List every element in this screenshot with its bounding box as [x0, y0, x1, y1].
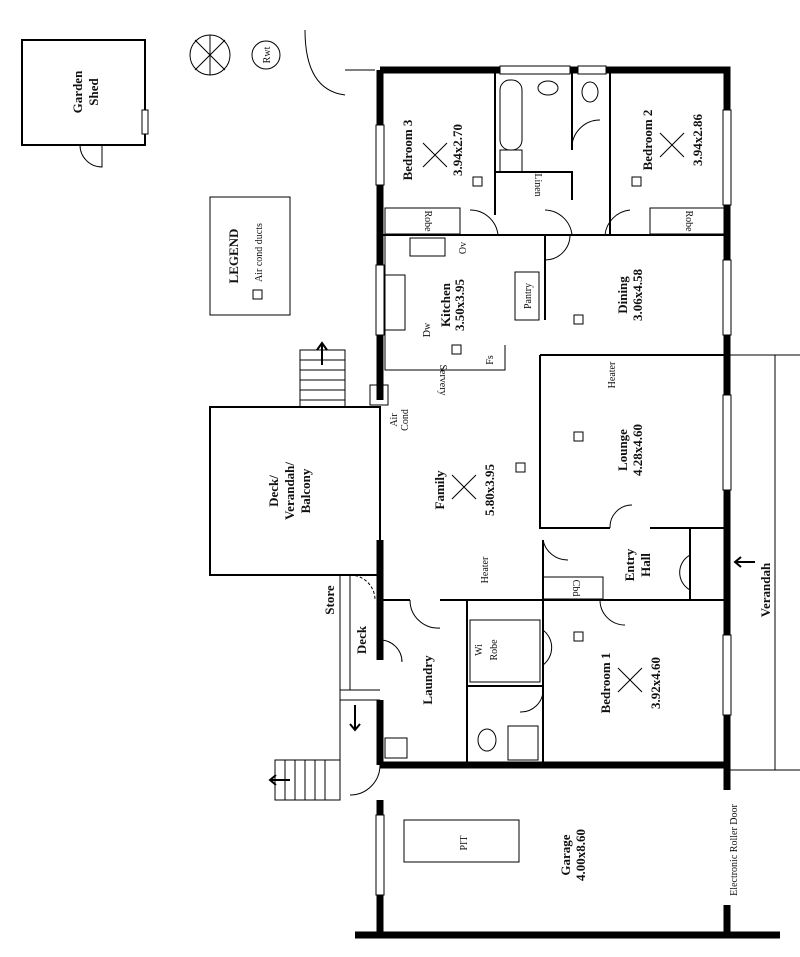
entry-label-2: Hall: [638, 553, 653, 577]
cupboard-label: Cbd: [570, 580, 581, 597]
dining-size: 3.06x4.58: [630, 269, 645, 322]
legend-item: Air cond ducts: [254, 223, 265, 282]
air-duct-icon: [252, 289, 263, 300]
pantry-label: Pantry: [523, 283, 534, 309]
dining-label: Dining: [615, 276, 630, 314]
robe-label-1: Robe: [422, 210, 433, 232]
rainwater-tank-label: Rwt: [262, 46, 273, 63]
dishwasher-label: Dw: [422, 322, 433, 337]
garden-shed-label-2: Shed: [86, 78, 101, 106]
sink-icon: [409, 237, 446, 257]
fan-icon-bedroom3: [422, 142, 448, 168]
servery-label: Servery: [437, 364, 448, 395]
shower-icon-2: [507, 725, 539, 761]
bath-icon: [499, 79, 523, 151]
fan-icon-family: [451, 474, 477, 500]
entry-label-1: Entry: [622, 548, 637, 581]
garage-size: 4.00x8.60: [573, 829, 588, 881]
fridge-label: Fs: [485, 355, 496, 365]
garage-label: Garage: [558, 834, 573, 875]
cooktop-icon: [384, 274, 406, 331]
kitchen-size: 3.50x3.95: [452, 279, 467, 332]
lounge-label: Lounge: [615, 429, 630, 471]
garden-shed-label: Garden: [70, 70, 85, 113]
deck-label-1: Deck/: [266, 475, 281, 507]
shower-icon: [499, 149, 523, 173]
wi-robe-label-2: Robe: [489, 639, 500, 661]
pit-label: PIT: [459, 836, 470, 851]
air-duct-markers: [451, 176, 642, 642]
oven-label: Ov: [458, 242, 469, 254]
linen-label: Linen: [532, 173, 543, 196]
deck-label-3: Balcony: [298, 468, 313, 513]
ceiling-fan-icons: [422, 132, 685, 693]
tree-icon: [189, 34, 231, 76]
verandah-label: Verandah: [758, 562, 773, 617]
heater-label-2: Heater: [480, 556, 491, 583]
basin-icon: [537, 80, 559, 96]
garden-shed: Garden Shed: [21, 39, 149, 168]
fan-icon-bedroom1: [617, 667, 643, 693]
bedroom1-size: 3.92x4.60: [648, 657, 663, 709]
fan-icon-bedroom2: [659, 132, 685, 158]
wi-robe-label-1: Wi: [474, 644, 485, 656]
laundry-label: Laundry: [420, 655, 435, 705]
roller-door-label: Electronic Roller Door: [729, 804, 740, 896]
family-size: 5.80x3.95: [482, 464, 497, 517]
lounge-size: 4.28x4.60: [630, 424, 645, 476]
trough-icon: [384, 737, 408, 759]
family-label: Family: [432, 470, 447, 509]
toilet-icon: [581, 81, 599, 103]
deck-label: Deck: [354, 625, 369, 654]
bedroom2-size: 3.94x2.86: [690, 114, 705, 167]
bedroom2-label: Bedroom 2: [640, 110, 655, 171]
bedroom3-label: Bedroom 3: [400, 119, 415, 180]
robe-label-2: Robe: [683, 210, 694, 232]
deck-label-2: Verandah/: [282, 462, 297, 520]
legend-title: LEGEND: [226, 229, 241, 284]
legend: LEGEND Air cond ducts: [209, 196, 291, 316]
kitchen-label: Kitchen: [438, 282, 453, 327]
air-cond-label-1: Air: [389, 413, 400, 427]
air-cond-label-2: Cond: [400, 409, 411, 431]
pit: [403, 819, 520, 863]
bedroom1-label: Bedroom 1: [598, 653, 613, 714]
toilet-icon-2: [477, 728, 497, 752]
store-label: Store: [322, 585, 337, 615]
bedroom3-size: 3.94x2.70: [450, 124, 465, 176]
walls: [355, 66, 780, 939]
heater-label-1: Heater: [607, 361, 618, 388]
deck-balcony: Deck/ Verandah/ Balcony: [209, 341, 381, 576]
rainwater-tank-icon: [251, 40, 281, 70]
